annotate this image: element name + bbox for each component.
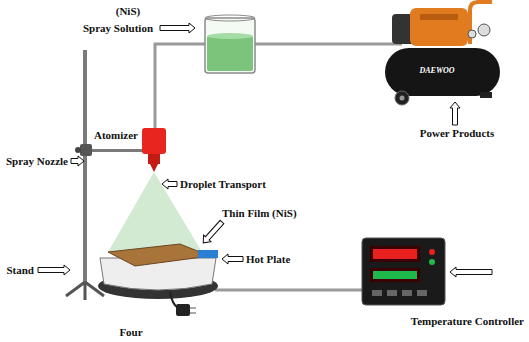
part-label: (NiS)	[116, 5, 140, 18]
part-label: Four	[119, 326, 142, 339]
part-label: Spray Nozzle	[6, 155, 68, 168]
part-label: Thin Film (NiS)	[222, 207, 297, 220]
part-label: Droplet Transport	[180, 178, 266, 191]
part-label: Atomizer	[94, 129, 138, 142]
pointer-arrow	[38, 23, 492, 277]
part-label: DAEWOO	[419, 66, 454, 76]
atomizer	[142, 128, 166, 172]
hot-plate	[98, 244, 218, 316]
part-label: Hot Plate	[246, 253, 290, 266]
air-compressor	[385, 2, 500, 105]
part-label: Stand	[6, 264, 34, 277]
solution-beaker	[205, 15, 255, 73]
part-label: Spray Solution	[83, 22, 153, 35]
part-label: Temperature Controller	[411, 315, 524, 328]
part-label: Power Products	[420, 127, 494, 140]
temperature-controller	[362, 238, 445, 305]
